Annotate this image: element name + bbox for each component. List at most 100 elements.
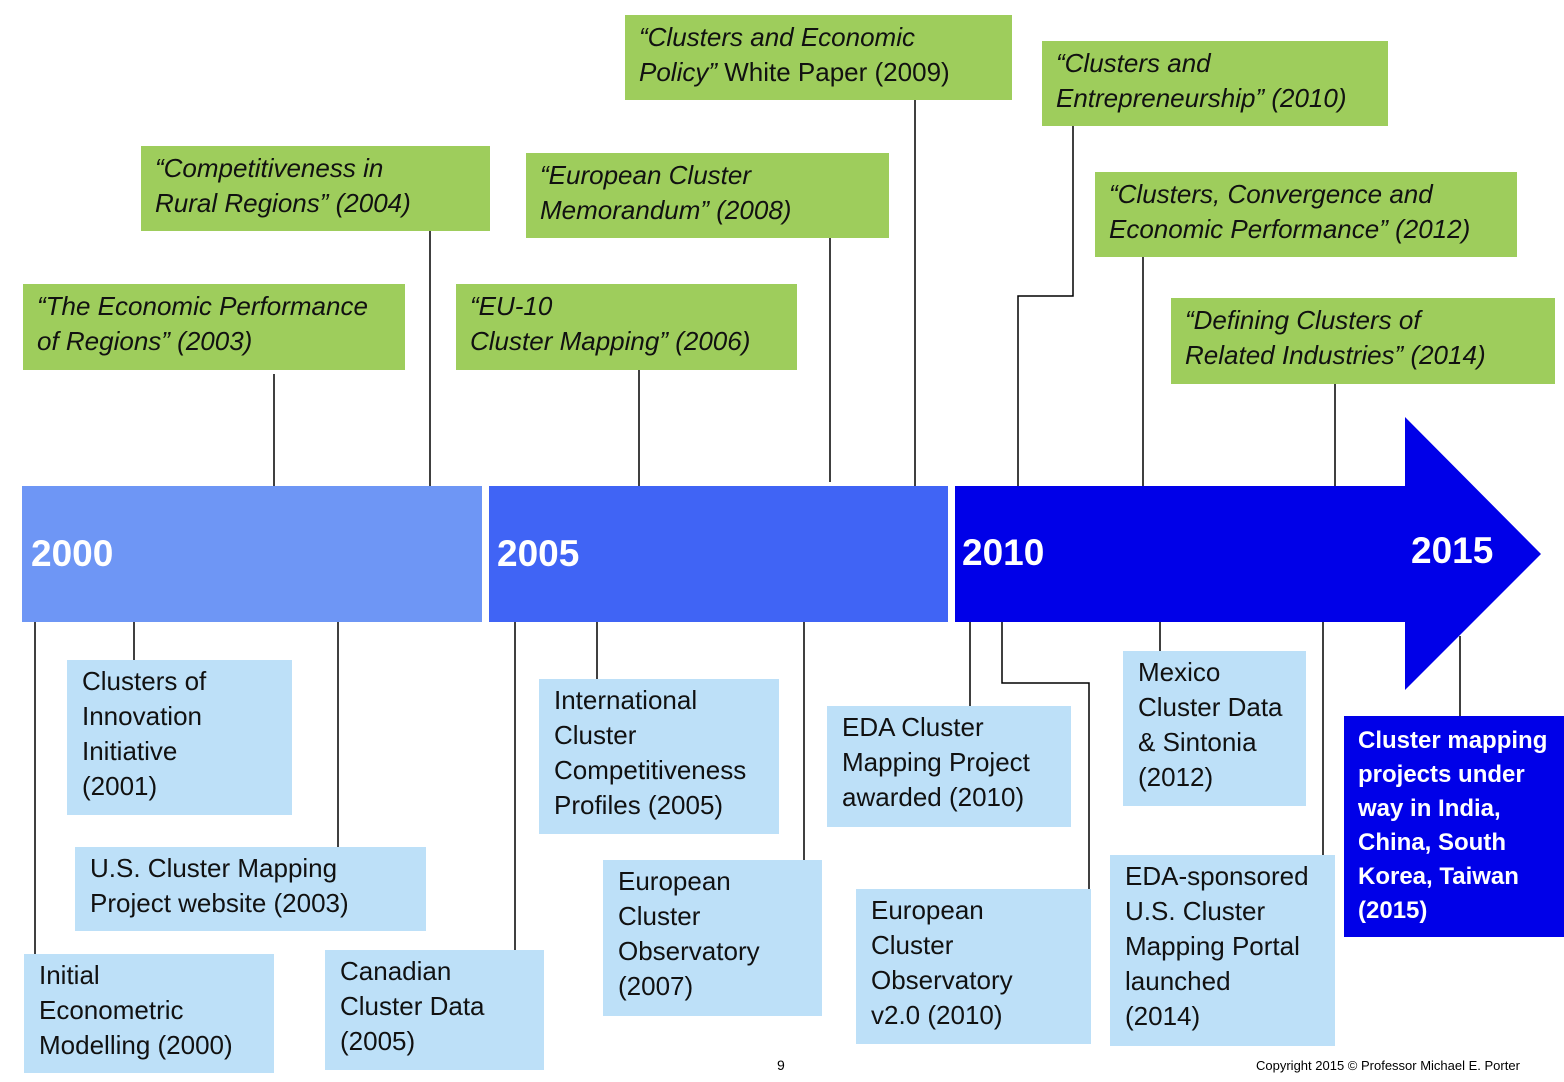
publication-line: “Clusters and Economic [639,20,998,55]
milestone-line: (2005) [340,1026,416,1056]
milestone-line: Competitiveness [554,755,747,785]
milestone-line: Mexico [1138,657,1221,687]
milestone-line: EDA Cluster [842,712,984,742]
milestone-line: Econometric [39,995,184,1025]
milestone-line: U.S. Cluster Mapping [90,853,338,883]
timeline-arrow-shape [955,417,1541,690]
final-milestone-line: (2015) [1358,897,1428,924]
timeline-segment-2000 [22,486,482,622]
publication-text: Rural Regions” (2004) [155,188,411,218]
connector-pub2010 [1017,126,1074,486]
publication-line: “The Economic Performance [37,289,391,324]
page-number: 9 [777,1057,785,1073]
publication-text: “Defining Clusters of [1185,305,1421,335]
milestone-line: Cluster Data [340,991,485,1021]
milestone-line: Profiles (2005) [554,790,724,820]
publication-text: “Clusters, Convergence and [1109,179,1433,209]
milestone-line: Cluster [871,930,954,960]
publication-text: “European Cluster [540,160,751,190]
publication-text: “EU-10 [470,291,553,321]
milestone-line: Modelling (2000) [39,1030,233,1060]
publication-line: “Clusters and [1056,46,1374,81]
publication-line: Entrepreneurship” (2010) [1056,81,1374,116]
milestone-line: International [554,685,698,715]
publication-line: Economic Performance” (2012) [1109,212,1503,247]
publication-text: Entrepreneurship” (2010) [1056,83,1347,113]
milestone-line: Cluster [618,901,701,931]
milestone-line: launched [1125,966,1231,996]
milestone-line: Observatory [871,965,1013,995]
milestone-line: Mapping Project [842,747,1030,777]
milestone-line: (2012) [1138,762,1214,792]
milestone-line: Project website (2003) [90,888,349,918]
publication-text: Cluster Mapping” (2006) [470,326,751,356]
year-label-2010: 2010 [962,532,1045,573]
milestone-line: Mapping Portal [1125,931,1300,961]
milestone-line: U.S. Cluster [1125,896,1266,926]
milestone-line: Cluster Data [1138,692,1283,722]
publication-line: “European Cluster [540,158,875,193]
copyright-notice: Copyright 2015 © Professor Michael E. Po… [1256,1058,1520,1073]
publication-text: Memorandum” (2008) [540,195,792,225]
publication-line: Rural Regions” (2004) [155,186,476,221]
final-milestone-line: Cluster mapping [1358,727,1548,754]
milestone-line: & Sintonia [1138,727,1257,757]
milestone-line: v2.0 (2010) [871,1000,1003,1030]
milestone-line: (2001) [82,771,158,801]
year-label-2000: 2000 [31,533,114,574]
connector-ms2010b [1001,622,1090,889]
year-label-2015: 2015 [1411,530,1494,571]
milestone-line: Innovation [82,701,202,731]
publication-line: Cluster Mapping” (2006) [470,324,783,359]
publication-text: “Competitiveness in [155,153,384,183]
milestone-line: EDA-sponsored [1125,861,1309,891]
milestone-line: Cluster [554,720,637,750]
timeline-segment-2005 [489,486,948,622]
final-milestone-line: Korea, Taiwan [1358,863,1519,890]
milestone-line: Observatory [618,936,760,966]
publication-line: Memorandum” (2008) [540,193,875,228]
milestone-line: Canadian [340,956,452,986]
milestone-line: Clusters of [82,666,207,696]
milestone-line: Initial [39,960,100,990]
milestone-line: (2014) [1125,1001,1201,1031]
publication-line: of Regions” (2003) [37,324,391,359]
final-milestone-line: China, South [1358,829,1506,856]
publication-text: “Clusters and [1056,48,1211,78]
publication-text: Economic Performance” (2012) [1109,214,1471,244]
publication-text: “Clusters and Economic [639,22,915,52]
publication-text: Policy” [639,57,718,87]
publication-line: “Defining Clusters of [1185,303,1541,338]
milestone-line: Initiative [82,736,178,766]
final-milestone-line: way in India, [1358,795,1501,822]
milestone-line: awarded (2010) [842,782,1025,812]
publication-box-2014: “Defining Clusters of Related Industries”… [1171,298,1555,384]
publication-line: Policy” White Paper (2009) [639,55,998,90]
milestone-line: (2007) [618,971,694,1001]
publication-text: “The Economic Performance [37,291,368,321]
milestone-line: European [618,866,731,896]
publication-text: Related Industries” (2014) [1185,340,1486,370]
publication-line: “EU-10 [470,289,783,324]
year-label-2005: 2005 [497,533,580,574]
publication-line: “Clusters, Convergence and [1109,177,1503,212]
